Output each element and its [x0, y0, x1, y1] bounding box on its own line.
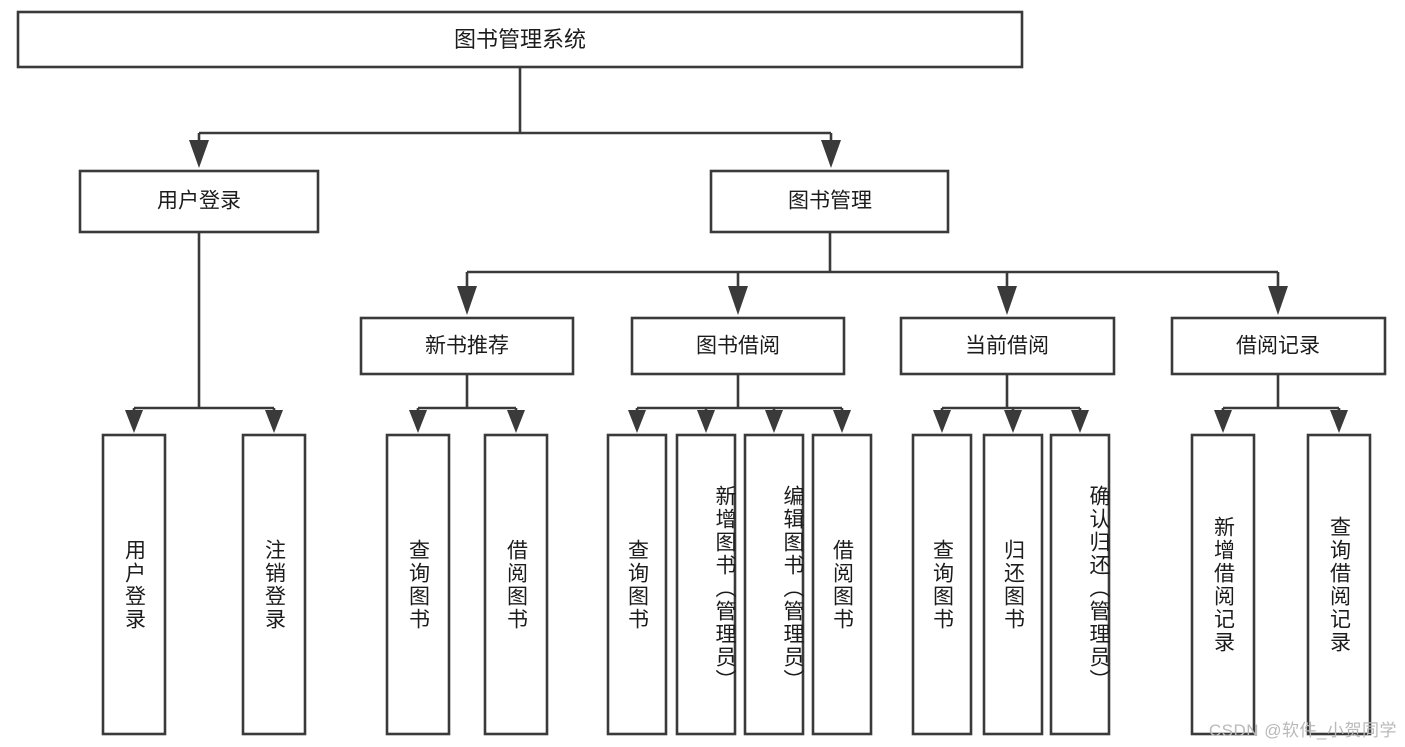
node-new-book-recommend-box[interactable] [359, 316, 575, 376]
node-borrow-record-label: 借阅记录 [1236, 335, 1320, 358]
node-book-borrow-label: 图书借阅 [696, 335, 780, 358]
node-borrow-record-box[interactable] [1170, 316, 1387, 376]
arrow-head-leaf-logout [265, 410, 283, 433]
arrow-head-leaf-add-record [1214, 410, 1232, 433]
node-current-borrow[interactable]: 当前借阅 [899, 316, 1116, 376]
leaf-box-query-book-1[interactable] [385, 433, 451, 736]
connectors-borrow-record-to-leaves [1214, 374, 1348, 433]
arrow-head-leaf-add-book [697, 410, 715, 433]
leaf-box-logout[interactable] [241, 433, 307, 736]
leaf-box-confirm-return[interactable] [1049, 433, 1111, 736]
leaf-box-add-record[interactable] [1190, 433, 1256, 736]
leaf-node-boxes [101, 433, 1372, 736]
node-root-system-label: 图书管理系统 [454, 27, 586, 52]
arrow-head-leaf-confirm-return [1071, 410, 1089, 433]
node-book-management-box[interactable] [709, 169, 950, 234]
leaf-box-query-book-3[interactable] [911, 433, 973, 736]
leaf-box-user-login[interactable] [101, 433, 167, 736]
node-new-book-recommend[interactable]: 新书推荐 [359, 316, 575, 376]
node-root-system[interactable]: 图书管理系统 [16, 10, 1024, 69]
connectors-book-borrow-to-leaves [628, 374, 851, 433]
arrow-head-leaf-edit-book [765, 410, 783, 433]
node-user-login-label: 用户登录 [157, 190, 241, 213]
arrow-head-leaf-query-book-1 [409, 410, 427, 433]
connectors-current-borrow-to-leaves [933, 374, 1089, 433]
node-book-borrow[interactable]: 图书借阅 [630, 316, 846, 376]
arrow-head-leaf-query-book-3 [933, 410, 951, 433]
arrow-head-leaf-query-record [1330, 410, 1348, 433]
node-current-borrow-label: 当前借阅 [965, 335, 1049, 358]
node-root-system-box[interactable] [16, 10, 1024, 69]
arrow-head-leaf-borrow-book-2 [833, 410, 851, 433]
node-borrow-record[interactable]: 借阅记录 [1170, 316, 1387, 376]
connectors-user-login-to-leaves [125, 232, 283, 433]
node-book-management[interactable]: 图书管理 [709, 169, 950, 234]
node-user-login[interactable]: 用户登录 [78, 169, 320, 234]
node-book-borrow-box[interactable] [630, 316, 846, 376]
leaf-box-query-record[interactable] [1306, 433, 1372, 736]
arrow-head-borrow-record [1268, 286, 1288, 315]
leaf-box-add-book[interactable] [675, 433, 737, 736]
connectors-book-mgmt-to-level3 [457, 232, 1288, 315]
csdn-watermark: CSDN @软件_小贺同学 [1208, 721, 1397, 740]
node-new-book-recommend-label: 新书推荐 [425, 335, 509, 358]
leaf-box-query-book-2[interactable] [606, 433, 668, 736]
arrow-head-new-book [457, 286, 477, 315]
arrow-head-leaf-query-book-2 [628, 410, 646, 433]
node-current-borrow-box[interactable] [899, 316, 1116, 376]
leaf-box-borrow-book-1[interactable] [483, 433, 549, 736]
node-user-login-box[interactable] [78, 169, 320, 234]
leaf-box-borrow-book-2[interactable] [811, 433, 873, 736]
arrow-head-book-borrow [728, 286, 748, 315]
leaf-box-return-book[interactable] [982, 433, 1044, 736]
connectors-root-to-level2 [189, 67, 841, 168]
arrow-head-current-borrow [997, 286, 1017, 315]
leaf-box-edit-book[interactable] [743, 433, 805, 736]
arrow-head-leaf-user-login [125, 410, 143, 433]
arrow-head-book-mgmt [821, 140, 841, 168]
arrow-head-user-login [189, 140, 209, 168]
connectors-new-book-to-leaves [409, 374, 525, 433]
arrow-head-leaf-borrow-book-1 [507, 410, 525, 433]
arrow-head-leaf-return-book [1004, 410, 1022, 433]
node-book-management-label: 图书管理 [788, 190, 872, 213]
